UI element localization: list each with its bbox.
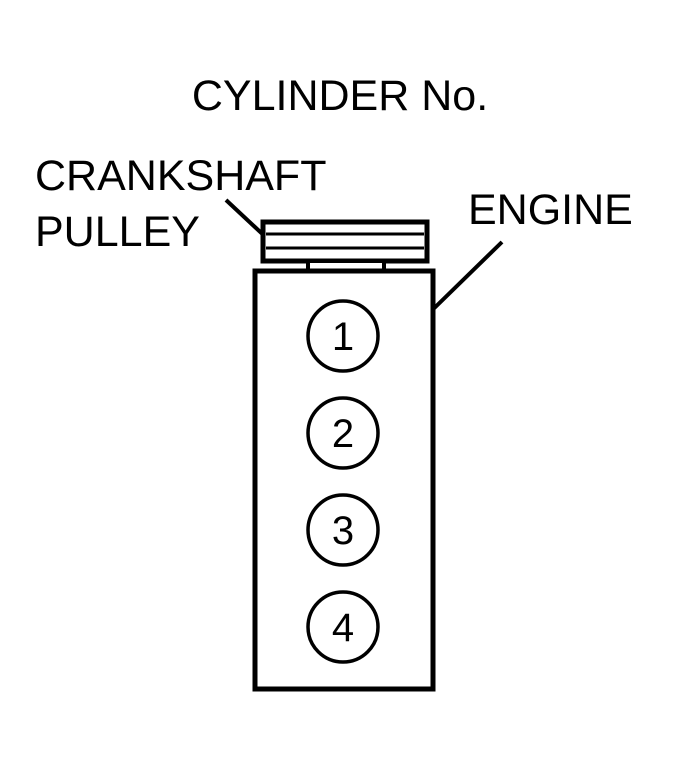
cylinder-3-number: 3 [332,509,354,553]
cylinder-4: 4 [306,590,380,664]
engine-label: ENGINE [468,186,633,234]
crankshaft-pulley-label-line2: PULLEY [35,208,200,256]
cylinder-2-number: 2 [332,412,354,456]
crankshaft-pulley-label-line1: CRANKSHAFT [35,152,326,200]
cylinder-4-number: 4 [332,606,354,650]
cylinder-3: 3 [306,493,380,567]
cylinder-1-number: 1 [332,315,354,359]
cylinder-1: 1 [306,299,380,373]
diagram-title: CYLINDER No. [192,72,488,120]
cylinder-2: 2 [306,396,380,470]
crankshaft-pulley [260,219,430,264]
